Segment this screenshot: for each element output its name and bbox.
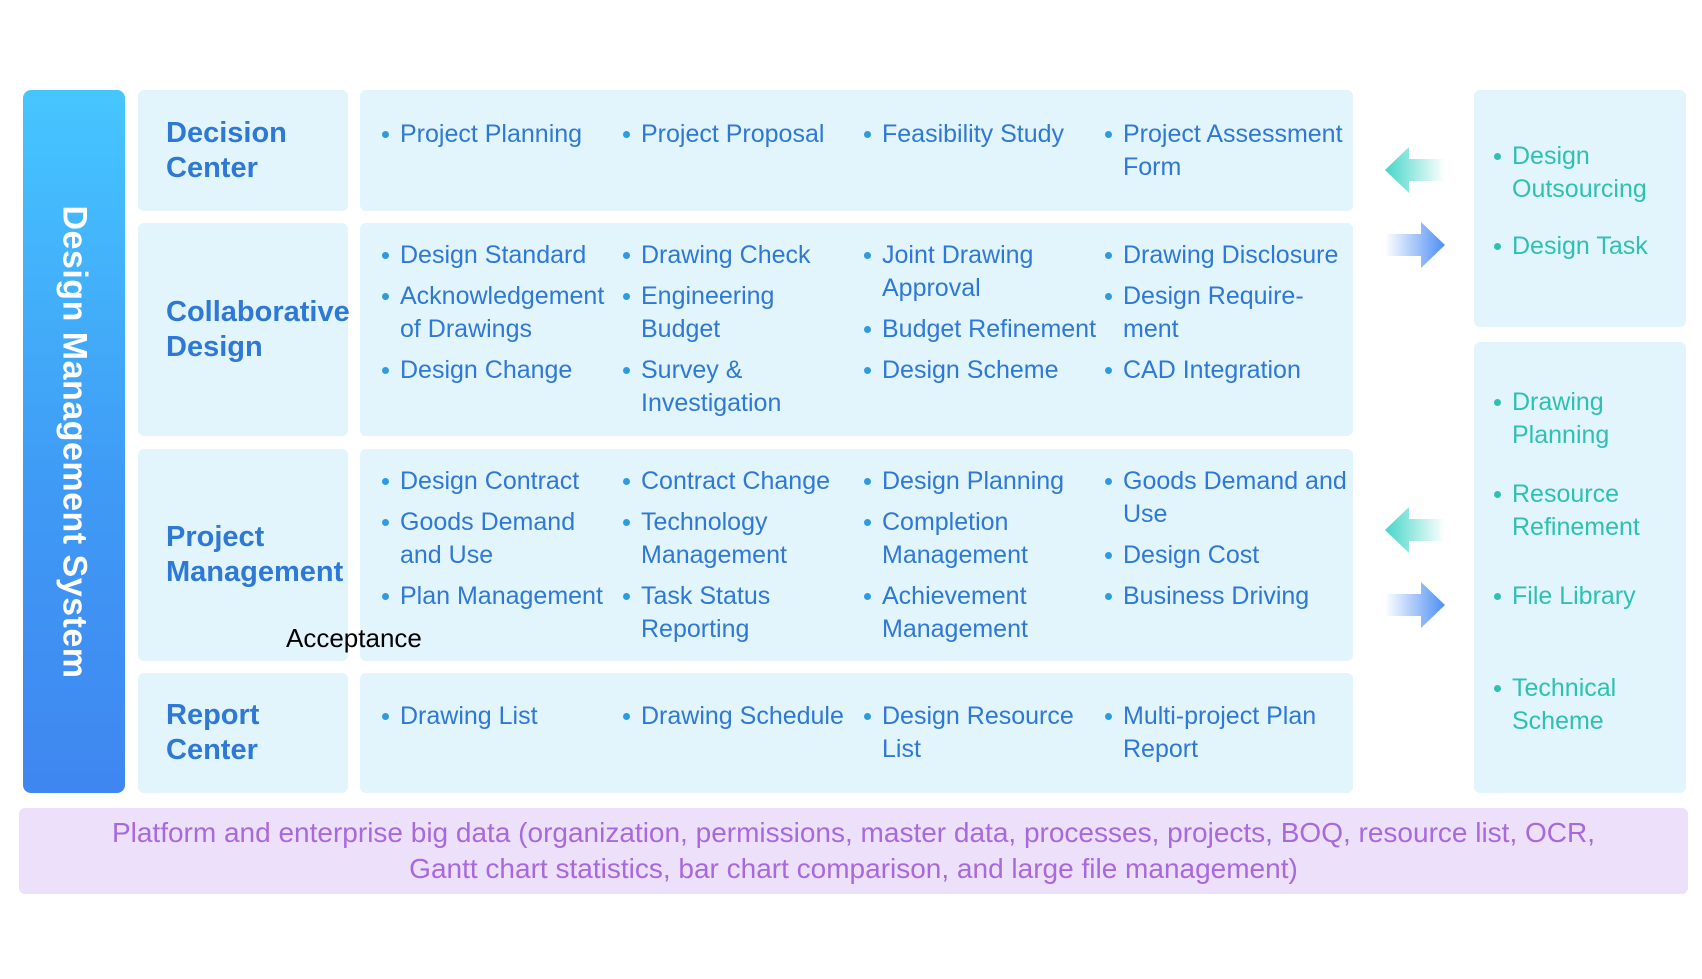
side-item: Design Task <box>1494 230 1678 263</box>
side-item: Resource Refinement <box>1494 478 1678 544</box>
column-3: Feasibility Study <box>864 118 1105 184</box>
list-item: Task Status Reporting <box>623 580 864 646</box>
row-label-line1: Decision <box>166 116 287 149</box>
list-item: Drawing Disclosure <box>1105 239 1365 272</box>
column-4: Drawing Disclosure Design Require-ment C… <box>1105 239 1365 420</box>
system-banner: Design Management System <box>23 90 125 793</box>
side-item: File Library <box>1494 580 1678 613</box>
list-item: Project Planning <box>382 118 623 151</box>
list-item: Multi-project Plan Report <box>1105 700 1365 766</box>
row-label-decision-center: Decision Center <box>138 90 348 211</box>
list-item: Plan Management <box>382 580 623 613</box>
arrow-left-icon <box>1385 147 1445 193</box>
list-item: Business Driving <box>1105 580 1365 613</box>
row-label-line1: Report <box>166 699 260 732</box>
row-label-line2: Center <box>166 151 258 184</box>
arrow-right-icon <box>1385 582 1445 628</box>
list-item: Drawing List <box>382 700 623 733</box>
column-3: Design Resource List <box>864 700 1105 766</box>
column-3: Design Planning Completion Management Ac… <box>864 465 1105 646</box>
column-2: Contract Change Technology Management Ta… <box>623 465 864 646</box>
list-item: Engineering Budget <box>623 280 864 346</box>
row-label-report-center: Report Center <box>138 673 348 793</box>
row-label-project-management: Project Management <box>138 449 348 661</box>
side-panel-top: Design Outsourcing Design Task <box>1474 90 1686 327</box>
list-item: Budget Refinement <box>864 313 1105 346</box>
list-item: Design Resource List <box>864 700 1105 766</box>
row-label-line1: Project <box>166 521 265 554</box>
column-2: Drawing Schedule <box>623 700 864 766</box>
list-item: Acknowledgement of Drawings <box>382 280 623 346</box>
list-item: Drawing Check <box>623 239 864 272</box>
row-body-collaborative-design: Design Standard Acknowledgement of Drawi… <box>360 223 1353 436</box>
list-item: Design Planning <box>864 465 1105 498</box>
list-item: Project Assessment Form <box>1105 118 1365 184</box>
column-4: Goods Demand and Use Design Cost Busines… <box>1105 465 1365 646</box>
platform-line-2: Gantt chart statistics, bar chart compar… <box>409 853 1298 884</box>
list-item: Drawing Schedule <box>623 700 864 733</box>
platform-line-1: Platform and enterprise big data (organi… <box>111 817 1596 848</box>
row-label-line2: Center <box>166 734 258 766</box>
side-item: Drawing Planning <box>1494 386 1678 452</box>
list-item: Technology Management <box>623 506 864 572</box>
list-item: Design Scheme <box>864 354 1105 387</box>
arrow-right-icon <box>1385 222 1445 268</box>
arrow-left-icon <box>1385 507 1445 553</box>
column-2: Drawing Check Engineering Budget Survey … <box>623 239 864 420</box>
system-title: Design Management System <box>55 204 94 679</box>
list-item: Design Require-ment <box>1105 280 1365 346</box>
side-item: Technical Scheme <box>1494 672 1678 738</box>
list-item: Goods Demand and Use <box>382 506 623 572</box>
column-1: Project Planning <box>382 118 623 184</box>
side-panel-bottom: Drawing Planning Resource Refinement Fil… <box>1474 342 1686 793</box>
platform-bar: Platform and enterprise big data (organi… <box>19 808 1688 894</box>
list-item: Survey & Investigation <box>623 354 864 420</box>
list-item: Joint Drawing Approval <box>864 239 1105 305</box>
list-item: Achievement Management <box>864 580 1105 646</box>
list-item: Design Cost <box>1105 539 1365 572</box>
column-1: Design Contract Goods Demand and Use Pla… <box>382 465 623 646</box>
column-1: Drawing List <box>382 700 623 766</box>
list-item: Feasibility Study <box>864 118 1105 151</box>
row-body-report-center: Drawing List Drawing Schedule Design Res… <box>360 673 1353 793</box>
column-3: Joint Drawing Approval Budget Refinement… <box>864 239 1105 420</box>
row-label-line2: Management <box>166 556 344 588</box>
list-item: Design Change <box>382 354 623 387</box>
row-label-line1: Collaborative <box>166 295 350 328</box>
list-item: Design Standard <box>382 239 623 272</box>
acceptance-label: Acceptance <box>286 623 422 653</box>
column-1: Design Standard Acknowledgement of Drawi… <box>382 239 623 420</box>
column-4: Project Assessment Form <box>1105 118 1365 184</box>
row-body-decision-center: Project Planning Project Proposal Feasib… <box>360 90 1353 211</box>
column-4: Multi-project Plan Report <box>1105 700 1365 766</box>
row-label-collaborative-design: Collaborative Design <box>138 223 350 436</box>
list-item: Completion Management <box>864 506 1105 572</box>
list-item: CAD Integration <box>1105 354 1365 387</box>
side-item: Design Outsourcing <box>1494 140 1678 206</box>
row-body-project-management: Design Contract Goods Demand and Use Pla… <box>360 449 1353 661</box>
list-item: Goods Demand and Use <box>1105 465 1365 531</box>
list-item: Contract Change <box>623 465 864 498</box>
row-label-line2: Design <box>166 330 263 363</box>
column-2: Project Proposal <box>623 118 864 184</box>
list-item: Project Proposal <box>623 118 864 151</box>
list-item: Design Contract <box>382 465 623 498</box>
